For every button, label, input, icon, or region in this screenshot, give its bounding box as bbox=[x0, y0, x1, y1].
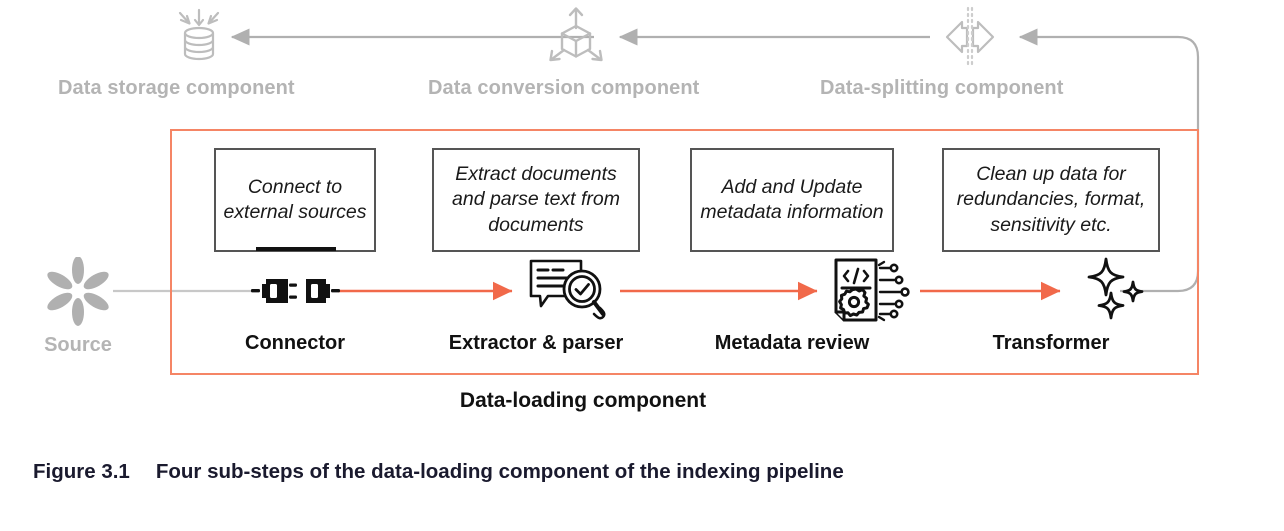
step-box-connect: Connect to external sources bbox=[214, 148, 376, 252]
figure-number: Figure 3.1 bbox=[33, 460, 130, 483]
split-arrows-icon bbox=[920, 6, 1020, 73]
figure-caption: Figure 3.1 Four sub-steps of the data-loa… bbox=[33, 460, 844, 484]
caption-text: Data-loading component bbox=[459, 389, 707, 412]
node-label-metadata-review: Metadata review bbox=[714, 332, 870, 354]
asterisk-star-icon bbox=[42, 256, 114, 332]
node-label-source: Source bbox=[44, 334, 112, 356]
sparkles-icon bbox=[1080, 256, 1160, 331]
document-magnifier-check-icon bbox=[524, 256, 614, 331]
figure-caption-text: Four sub-steps of the data-loading compo… bbox=[155, 460, 844, 483]
step-box-text: Extract documents and parse text from do… bbox=[452, 162, 620, 236]
step-box-text: Clean up data for redundancies, format, … bbox=[956, 162, 1146, 236]
component-label-conversion: Data conversion component bbox=[428, 77, 700, 99]
component-label-storage: Data storage component bbox=[58, 77, 295, 99]
cube-transform-icon bbox=[544, 6, 608, 73]
database-stack-icon bbox=[164, 6, 234, 73]
step-box-underline bbox=[256, 247, 336, 251]
data-loading-container bbox=[170, 129, 1199, 375]
component-label-splitting: Data-splitting component bbox=[820, 77, 1064, 99]
step-box-metadata: Add and Update metadata information bbox=[690, 148, 894, 252]
step-box-text: Connect to external sources bbox=[223, 175, 367, 223]
plug-connector-icon bbox=[250, 271, 342, 316]
node-label-transformer: Transformer bbox=[992, 332, 1110, 354]
step-box-cleanup: Clean up data for redundancies, format, … bbox=[942, 148, 1160, 252]
node-label-extractor: Extractor & parser bbox=[448, 332, 624, 354]
node-label-connector: Connector bbox=[245, 332, 345, 354]
step-box-text: Add and Update metadata information bbox=[700, 175, 884, 223]
step-box-extract: Extract documents and parse text from do… bbox=[432, 148, 640, 252]
data-loading-component-caption: Data-loading component bbox=[0, 389, 1284, 413]
code-document-gear-icon bbox=[822, 256, 922, 331]
